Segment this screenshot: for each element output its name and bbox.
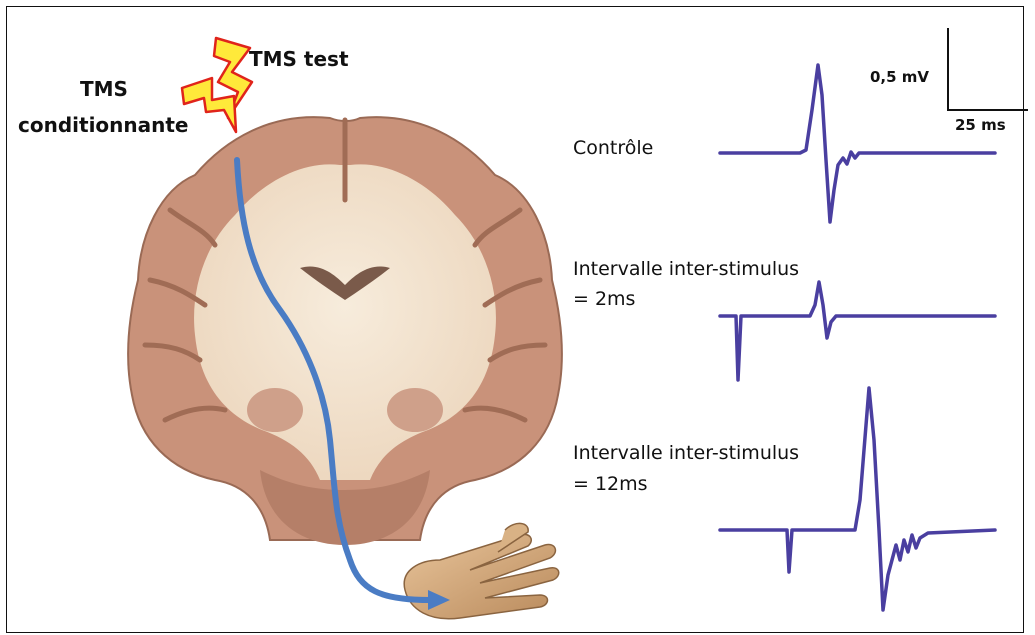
label-isi-2ms-line2: = 2ms [573, 286, 635, 312]
hand-icon [404, 523, 559, 618]
scale-bar [948, 28, 1028, 110]
trace-isi-12ms [720, 388, 995, 610]
lightning-bolt-icon [182, 38, 252, 132]
trace-isi-2ms [720, 282, 995, 380]
label-tms-test: TMS test [249, 46, 349, 72]
brain-coronal-section [128, 117, 562, 545]
trace-control [720, 65, 995, 222]
label-isi-2ms-line1: Intervalle inter-stimulus [573, 256, 799, 282]
label-control: Contrôle [573, 135, 653, 161]
brain-nucleus-left [247, 388, 303, 432]
label-isi-12ms-line1: Intervalle inter-stimulus [573, 440, 799, 466]
label-tms-conditioning-line1: TMS [80, 76, 128, 102]
label-tms-conditioning-line2: conditionnante [18, 112, 189, 138]
brain-nucleus-right [387, 388, 443, 432]
label-isi-12ms-line2: = 12ms [573, 471, 648, 497]
scale-voltage-label: 0,5 mV [870, 64, 929, 90]
scale-time-label: 25 ms [955, 112, 1006, 138]
